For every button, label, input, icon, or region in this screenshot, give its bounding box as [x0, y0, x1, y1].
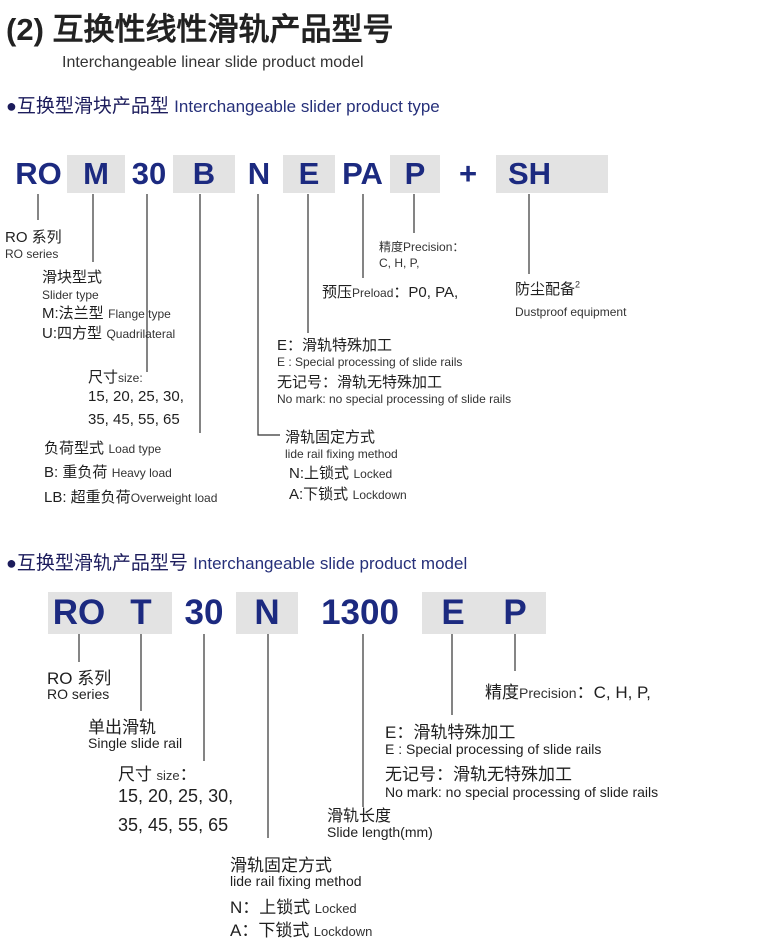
code-e: E	[422, 592, 484, 634]
code-m: M	[67, 155, 125, 193]
code-30: 30	[131, 156, 167, 191]
no-mark-label: 无记号：滑轨无特殊加工	[277, 374, 443, 391]
ro-series-label: RO 系列	[47, 669, 112, 688]
size-label: 尺寸 size：	[118, 765, 197, 784]
fixing-method-en: lide rail fixing method	[285, 447, 398, 461]
flange-type-row: M:法兰型 Flange type	[42, 305, 171, 322]
special-processing-en: E : Special processing of slide rails	[385, 741, 602, 757]
rail-section-title-cn: 互换型滑轨产品型号	[16, 553, 188, 574]
code-t: T	[110, 592, 172, 634]
ro-series-en: RO series	[5, 247, 59, 261]
code-1300: 1300	[321, 593, 399, 632]
rail-section-title-en: Interchangeable slide product model	[193, 554, 468, 573]
locked-row: N:上锁式 Locked	[289, 465, 393, 482]
fixing-method-label: 滑轨固定方式	[285, 429, 376, 446]
ro-series-label: RO 系列	[5, 229, 62, 246]
bullet-icon: ●	[6, 96, 17, 116]
page-title: (2) 互换性线性滑轨产品型号	[6, 12, 394, 47]
size-values-1: 15, 20, 25, 30,	[118, 786, 234, 806]
size-label: 尺寸size:	[88, 369, 143, 386]
precision-row: 精度Precision：C, H, P,	[485, 683, 651, 702]
fixing-method-label: 滑轨固定方式	[230, 856, 332, 875]
dustproof-label: 防尘配备2	[515, 279, 581, 298]
bullet-icon: ●	[6, 553, 17, 573]
no-mark-label: 无记号：滑轨无特殊加工	[385, 765, 572, 784]
precision-values: C, H, P,	[379, 256, 420, 270]
code-plus: +	[458, 156, 478, 191]
code-p: P	[484, 592, 546, 634]
slider-type-label: 滑块型式	[42, 269, 103, 286]
ro-series-en: RO series	[47, 686, 110, 702]
code-pa: PA	[342, 156, 383, 191]
locked-row: N：上锁式 Locked	[230, 898, 357, 917]
no-mark-en: No mark: no special processing of slide …	[385, 784, 659, 800]
special-processing-en: E : Special processing of slide rails	[277, 355, 463, 369]
fixing-method-en: lide rail fixing method	[230, 873, 362, 889]
slider-type-en: Slider type	[42, 288, 99, 302]
code-sh: SH	[496, 155, 608, 193]
code-e: E	[283, 155, 335, 193]
slider-section-title-en: Interchangeable slider product type	[174, 97, 440, 116]
lockdown-row: A：下锁式 Lockdown	[230, 921, 373, 940]
slide-length-label: 滑轨长度	[327, 808, 392, 825]
load-type-label: 负荷型式 Load type	[44, 440, 162, 457]
page-subtitle: Interchangeable linear slide product mod…	[62, 54, 364, 71]
slide-length-en: Slide length(mm)	[327, 824, 433, 840]
code-p: P	[390, 155, 440, 193]
single-rail-label: 单出滑轨	[88, 718, 156, 737]
overweight-load-row: LB: 超重负荷Overweight load	[44, 489, 218, 506]
single-rail-en: Single slide rail	[88, 735, 183, 751]
quadrilateral-type-row: U:四方型 Quadrilateral	[42, 325, 176, 342]
code-n: N	[247, 156, 271, 191]
code-ro: RO	[15, 156, 62, 191]
code-ro: RO	[48, 592, 110, 634]
size-values-2: 35, 45, 55, 65	[118, 815, 229, 835]
lockdown-row: A:下锁式 Lockdown	[289, 486, 407, 503]
no-mark-en: No mark: no special processing of slide …	[277, 392, 512, 406]
code-30: 30	[184, 593, 224, 632]
size-values-1: 15, 20, 25, 30,	[88, 388, 184, 405]
precision-row: 精度Precision：	[379, 240, 465, 254]
rail-section-heading: ●互换型滑轨产品型号 Interchangeable slide product…	[6, 548, 467, 575]
special-processing-label: E：滑轨特殊加工	[277, 337, 393, 354]
slider-section-heading: ●互换型滑块产品型 Interchangeable slider product…	[6, 91, 440, 118]
slider-section-title-cn: 互换型滑块产品型	[16, 96, 169, 117]
size-values-2: 35, 45, 55, 65	[88, 411, 180, 428]
code-b: B	[173, 155, 235, 193]
special-processing-label: E：滑轨特殊加工	[385, 723, 516, 742]
preload-row: 预压Preload：P0, PA,	[322, 284, 459, 301]
heavy-load-row: B: 重负荷 Heavy load	[44, 464, 172, 481]
code-n: N	[236, 592, 298, 634]
dustproof-en: Dustproof equipment	[515, 305, 627, 319]
